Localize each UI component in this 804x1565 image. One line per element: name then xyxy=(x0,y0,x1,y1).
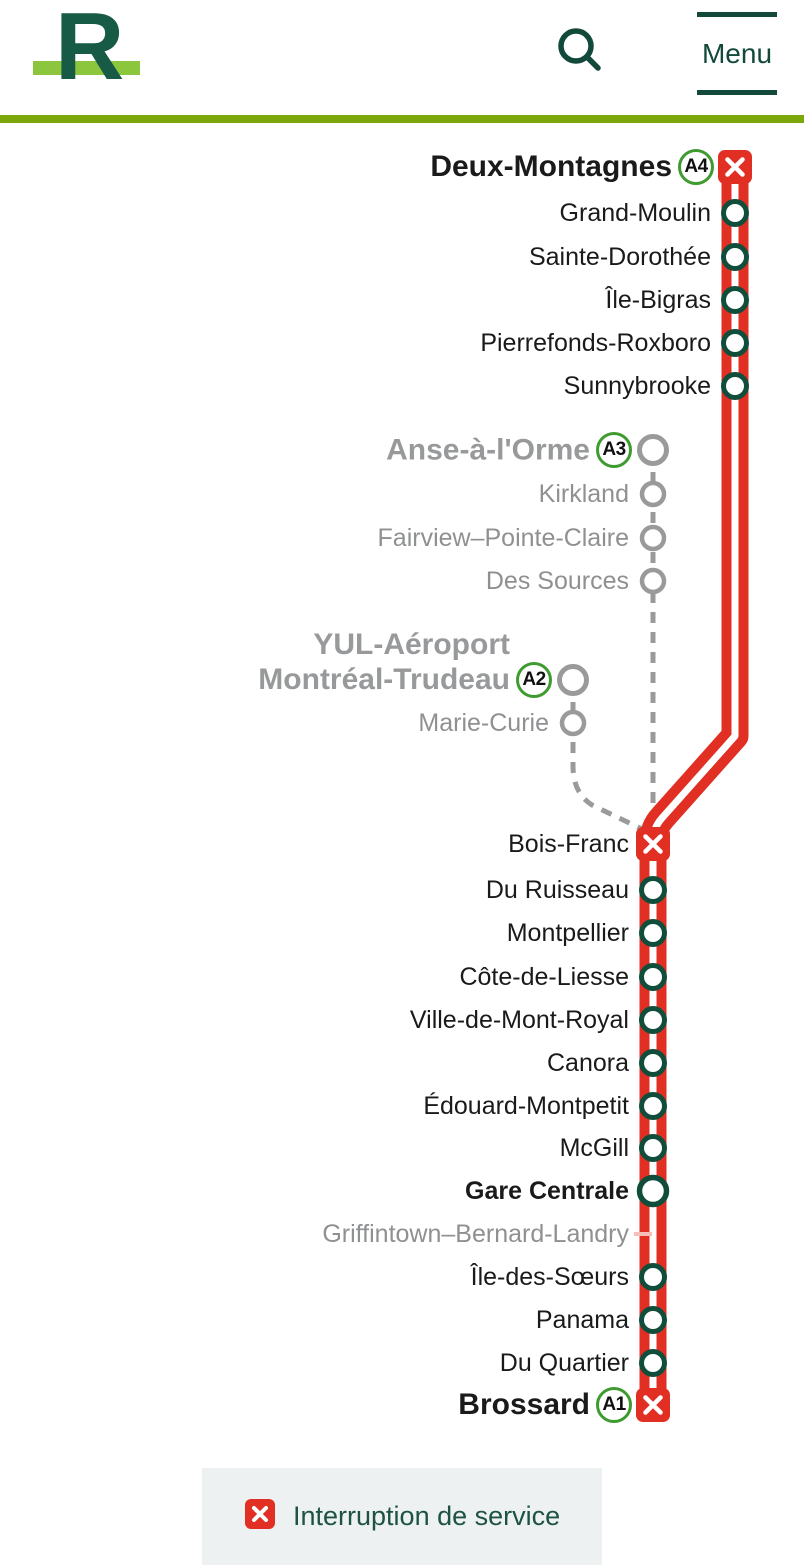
station-marker-du-ruisseau xyxy=(639,876,667,904)
station-marker-griffintown-bernard-landry xyxy=(634,1232,652,1236)
station-marker-sainte-dorothee xyxy=(721,243,749,271)
interruption-icon xyxy=(245,1499,275,1534)
station-marker-kirkland xyxy=(639,480,667,508)
station-marker-canora xyxy=(639,1049,667,1077)
station-marker-sunnybrooke xyxy=(721,372,749,400)
station-marker-ile-des-s-urs xyxy=(639,1263,667,1291)
station-marker-gare-centrale xyxy=(636,1174,670,1208)
header: R Menu xyxy=(0,0,804,115)
legend-label: Interruption de service xyxy=(293,1501,561,1531)
station-marker-montpellier xyxy=(639,919,667,947)
station-marker-anse-a-l-orme xyxy=(637,434,669,466)
station-marker-grand-moulin xyxy=(721,199,749,227)
rem-logo[interactable]: R xyxy=(33,0,143,106)
station-marker-du-quartier xyxy=(639,1349,667,1377)
station-marker-pierrefonds-roxboro xyxy=(721,329,749,357)
station-markers xyxy=(557,150,752,1422)
menu-button[interactable]: Menu xyxy=(697,12,777,95)
station-marker-ville-de-mont-royal xyxy=(639,1006,667,1034)
station-marker-marie-curie xyxy=(559,709,587,737)
station-marker-ile-bigras xyxy=(721,286,749,314)
header-divider xyxy=(0,115,804,123)
menu-label: Menu xyxy=(701,37,773,69)
station-marker-bois-franc xyxy=(636,827,670,861)
station-marker-cote-de-liesse xyxy=(639,963,667,991)
station-marker-des-sources xyxy=(639,567,667,595)
interruption-x-icon xyxy=(643,834,663,854)
logo-bar xyxy=(33,61,140,75)
logo-letter: R xyxy=(55,0,125,100)
station-marker-brossard xyxy=(636,1388,670,1422)
station-marker-edouard-montpetit xyxy=(639,1092,667,1120)
station-marker-deux-montagnes xyxy=(718,150,752,184)
branch-a2-dashed-line xyxy=(570,682,648,834)
search-button[interactable] xyxy=(552,22,608,78)
interruption-x-icon xyxy=(643,1395,663,1415)
search-icon xyxy=(558,28,601,71)
station-marker-yul-aeroport-montreal-trudeau xyxy=(557,664,589,696)
interruption-x-icon xyxy=(725,157,745,177)
station-marker-fairview-pointe-claire xyxy=(639,524,667,552)
station-marker-panama xyxy=(639,1306,667,1334)
legend-panel: Interruption de service xyxy=(202,1468,602,1565)
station-marker-mcgill xyxy=(639,1134,667,1162)
